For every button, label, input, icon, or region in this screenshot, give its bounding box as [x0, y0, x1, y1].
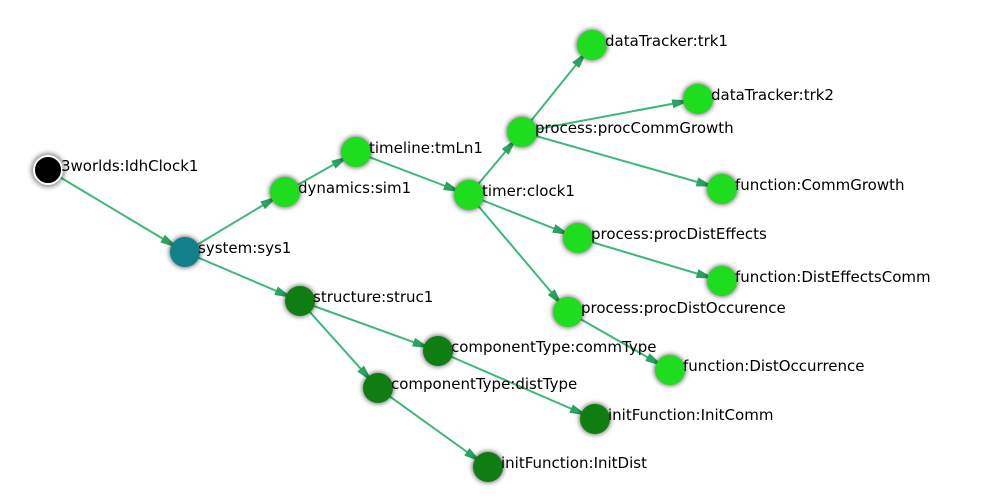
node-label-sim1: dynamics:sim1	[298, 179, 412, 197]
edge-arrowhead-icon	[569, 404, 583, 415]
graph-node-tmLn1[interactable]	[341, 137, 371, 167]
graph-node-sys1[interactable]	[170, 237, 200, 267]
node-label-procCommGrowth: process:procCommGrowth	[535, 119, 734, 137]
node-label-tmLn1: timeline:tmLn1	[369, 139, 483, 157]
graph-edge-idhClock1-sys1	[47, 169, 186, 253]
node-label-procDistOccurence: process:procDistOccurence	[581, 299, 786, 317]
graph-edge-procCommGrowth-commGrowthFn	[521, 131, 723, 190]
graph-edge-commType-initComm	[437, 350, 596, 420]
edge-arrowhead-icon	[695, 177, 709, 187]
edge-arrowhead-icon	[160, 234, 174, 247]
graph-node-distEffectsCommFn[interactable]	[707, 266, 737, 296]
edge-arrowhead-icon	[464, 448, 478, 461]
node-label-initDist: initFunction:InitDist	[501, 454, 647, 472]
edge-arrowhead-icon	[443, 181, 457, 192]
node-label-commGrowthFn: function:CommGrowth	[735, 176, 905, 194]
graph-node-idhClock1[interactable]	[33, 155, 63, 185]
edge-arrowhead-icon	[274, 286, 288, 297]
edge-arrowhead-icon	[572, 54, 585, 69]
edge-arrowhead-icon	[412, 337, 426, 348]
node-label-idhClock1: 3worlds:IdhClock1	[61, 157, 199, 175]
graph-node-procDistEffects[interactable]	[563, 223, 593, 253]
node-label-trk2: dataTracker:trk2	[711, 86, 834, 104]
edge-arrowhead-icon	[547, 289, 561, 303]
node-label-distType: componentType:distType	[391, 375, 578, 393]
graph-node-commGrowthFn[interactable]	[707, 174, 737, 204]
edge-arrowhead-icon	[645, 353, 659, 365]
graph-node-trk2[interactable]	[683, 84, 713, 114]
edge-arrowhead-icon	[331, 157, 345, 169]
node-label-sys1: system:sys1	[198, 239, 292, 257]
edge-arrowhead-icon	[357, 365, 370, 379]
node-label-procDistEffects: process:procDistEffects	[591, 225, 767, 243]
graph-node-struc1[interactable]	[285, 286, 315, 316]
graph-node-distOccurrenceFn[interactable]	[655, 355, 685, 385]
graph-node-sim1[interactable]	[270, 177, 300, 207]
node-label-commType: componentType:commType	[451, 338, 657, 356]
node-label-clock1: timer:clock1	[482, 182, 575, 200]
graph-node-initDist[interactable]	[473, 452, 503, 482]
edge-arrowhead-icon	[671, 99, 685, 109]
graph-edge-procCommGrowth-trk2	[521, 98, 699, 133]
graph-node-clock1[interactable]	[454, 180, 484, 210]
edge-arrowhead-icon	[695, 269, 710, 279]
graph-node-procDistOccurence[interactable]	[553, 297, 583, 327]
graph-node-trk1[interactable]	[577, 30, 607, 60]
edge-arrowhead-icon	[552, 224, 566, 235]
edge-arrowhead-icon	[260, 197, 274, 210]
node-label-struc1: structure:struc1	[313, 288, 434, 306]
node-label-trk1: dataTracker:trk1	[605, 32, 728, 50]
edge-arrowhead-icon	[501, 141, 515, 155]
node-label-initComm: initFunction:InitComm	[608, 406, 774, 424]
node-label-distOccurrenceFn: function:DistOccurrence	[683, 357, 865, 375]
graph-node-initComm[interactable]	[580, 404, 610, 434]
node-label-distEffectsCommFn: function:DistEffectsComm	[735, 268, 931, 286]
graph-node-distType[interactable]	[363, 373, 393, 403]
graph-node-commType[interactable]	[423, 336, 453, 366]
graph-node-procCommGrowth[interactable]	[507, 117, 537, 147]
